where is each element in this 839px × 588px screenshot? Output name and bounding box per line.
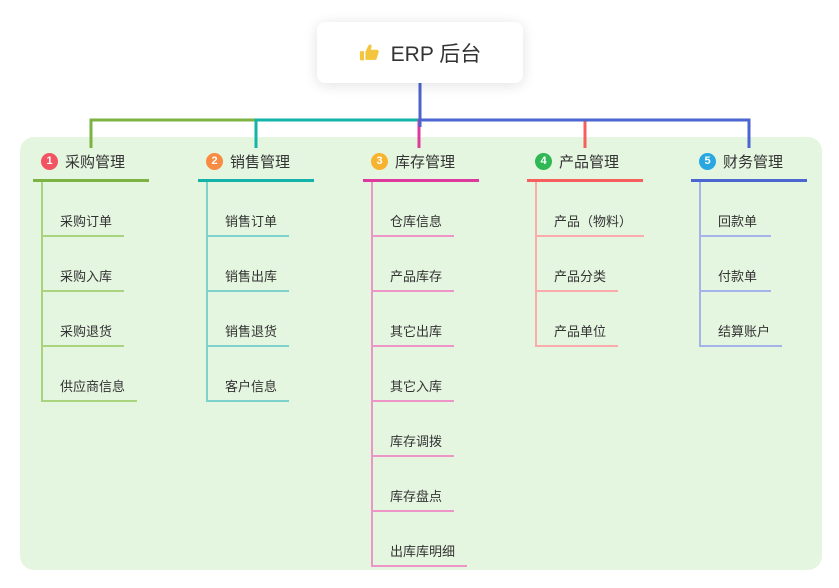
child-node[interactable]: 产品（物料）: [537, 182, 645, 237]
child-node[interactable]: 产品单位: [537, 292, 619, 347]
thumbs-up-icon: [359, 43, 379, 60]
branch-number-badge: 4: [535, 152, 552, 170]
branch-header-finance[interactable]: 5 财务管理: [691, 137, 807, 182]
branch-sales: 2 销售管理 销售订单 销售出库 销售退货 客户信息: [198, 137, 314, 402]
branch-children: 销售订单 销售出库 销售退货 客户信息: [206, 182, 314, 402]
child-node[interactable]: 销售出库: [208, 237, 290, 292]
branch-header-sales[interactable]: 2 销售管理: [198, 137, 314, 182]
child-node[interactable]: 其它出库: [373, 292, 455, 347]
branch-header-product[interactable]: 4 产品管理: [527, 137, 643, 182]
branch-number-badge: 1: [41, 152, 58, 170]
child-node[interactable]: 产品库存: [373, 237, 455, 292]
child-node[interactable]: 采购退货: [43, 292, 125, 347]
child-node[interactable]: 销售订单: [208, 182, 290, 237]
branch-purchase: 1 采购管理 采购订单 采购入库 采购退货 供应商信息: [33, 137, 149, 402]
child-node[interactable]: 结算账户: [701, 292, 783, 347]
branches-background-panel: [20, 137, 822, 570]
branch-number-badge: 5: [699, 152, 716, 170]
branch-number-badge: 2: [206, 152, 223, 170]
branch-label: 库存管理: [395, 153, 456, 171]
child-node[interactable]: 其它入库: [373, 347, 455, 402]
child-node[interactable]: 出库库明细: [373, 512, 468, 567]
child-node[interactable]: 销售退货: [208, 292, 290, 347]
branch-product: 4 产品管理 产品（物料） 产品分类 产品单位: [527, 137, 645, 347]
child-node[interactable]: 回款单: [701, 182, 771, 237]
branch-children: 采购订单 采购入库 采购退货 供应商信息: [41, 182, 149, 402]
child-node[interactable]: 库存调拨: [373, 402, 455, 457]
branch-finance: 5 财务管理 回款单 付款单 结算账户: [691, 137, 807, 347]
branch-children: 回款单 付款单 结算账户: [699, 182, 807, 347]
root-label: ERP 后台: [390, 42, 482, 66]
child-node[interactable]: 仓库信息: [373, 182, 455, 237]
root-node[interactable]: ERP 后台: [317, 22, 523, 83]
child-node[interactable]: 客户信息: [208, 347, 290, 402]
branch-label: 销售管理: [230, 153, 291, 171]
branch-label: 财务管理: [723, 153, 784, 171]
child-node[interactable]: 采购入库: [43, 237, 125, 292]
branch-number-badge: 3: [371, 152, 388, 170]
child-node[interactable]: 供应商信息: [43, 347, 138, 402]
child-node[interactable]: 产品分类: [537, 237, 619, 292]
branch-children: 产品（物料） 产品分类 产品单位: [535, 182, 645, 347]
child-node[interactable]: 付款单: [701, 237, 771, 292]
child-node[interactable]: 库存盘点: [373, 457, 455, 512]
branch-label: 采购管理: [65, 153, 126, 171]
branch-children: 仓库信息 产品库存 其它出库 其它入库 库存调拨 库存盘点 出库库明细: [371, 182, 479, 567]
branch-inventory: 3 库存管理 仓库信息 产品库存 其它出库 其它入库 库存调拨 库存盘点 出库库…: [363, 137, 479, 567]
branch-header-purchase[interactable]: 1 采购管理: [33, 137, 149, 182]
child-node[interactable]: 采购订单: [43, 182, 125, 237]
branch-header-inventory[interactable]: 3 库存管理: [363, 137, 479, 182]
branch-label: 产品管理: [559, 153, 620, 171]
